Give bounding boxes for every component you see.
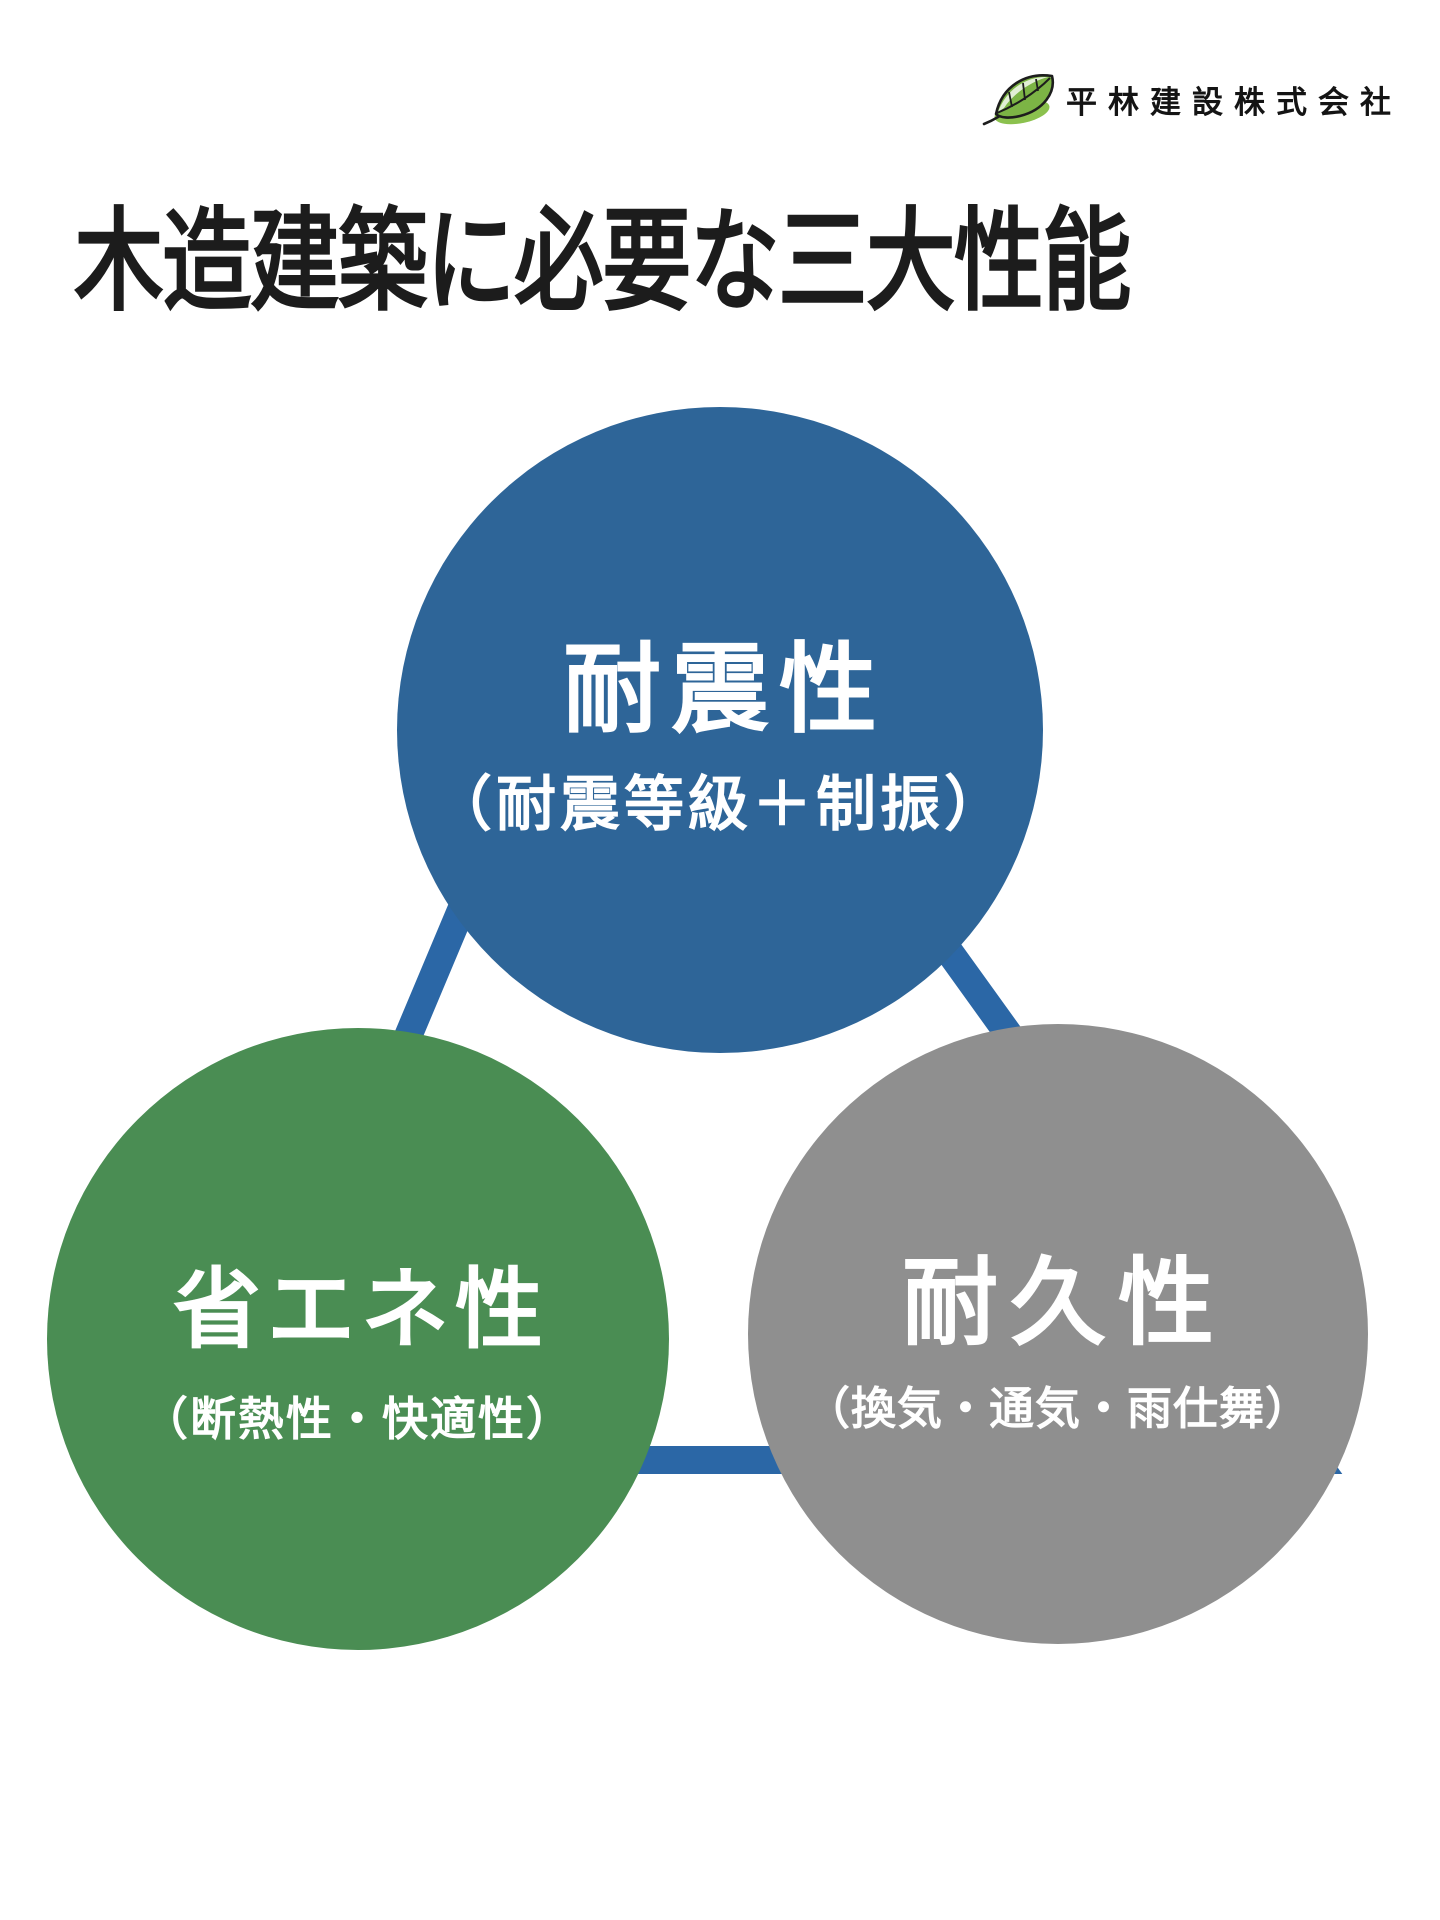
energy-sublabel: （断熱性・快適性） (142, 1393, 574, 1445)
triangle-outline (208, 479, 1343, 1474)
leaf-logo-icon (982, 74, 1055, 126)
seismic-sublabel: （耐震等級＋制振） (432, 771, 1008, 838)
circle-durability: 耐久性 （換気・通気・雨仕舞） (748, 1024, 1368, 1644)
seismic-label: 耐震性 (562, 634, 887, 744)
durability-sublabel: （換気・通気・雨仕舞） (804, 1383, 1311, 1434)
company-logo: 平林建設株式会社 (982, 66, 1402, 128)
page-title: 木造建築に必要な三大性能 (74, 199, 1132, 324)
company-name: 平林建設株式会社 (1066, 85, 1402, 120)
durability-label: 耐久性 (902, 1250, 1226, 1357)
energy-label: 省エネ性 (172, 1260, 549, 1359)
circle-energy-saving: 省エネ性 （断熱性・快適性） (47, 1028, 669, 1650)
circle-seismic-performance: 耐震性 （耐震等級＋制振） (397, 407, 1043, 1053)
